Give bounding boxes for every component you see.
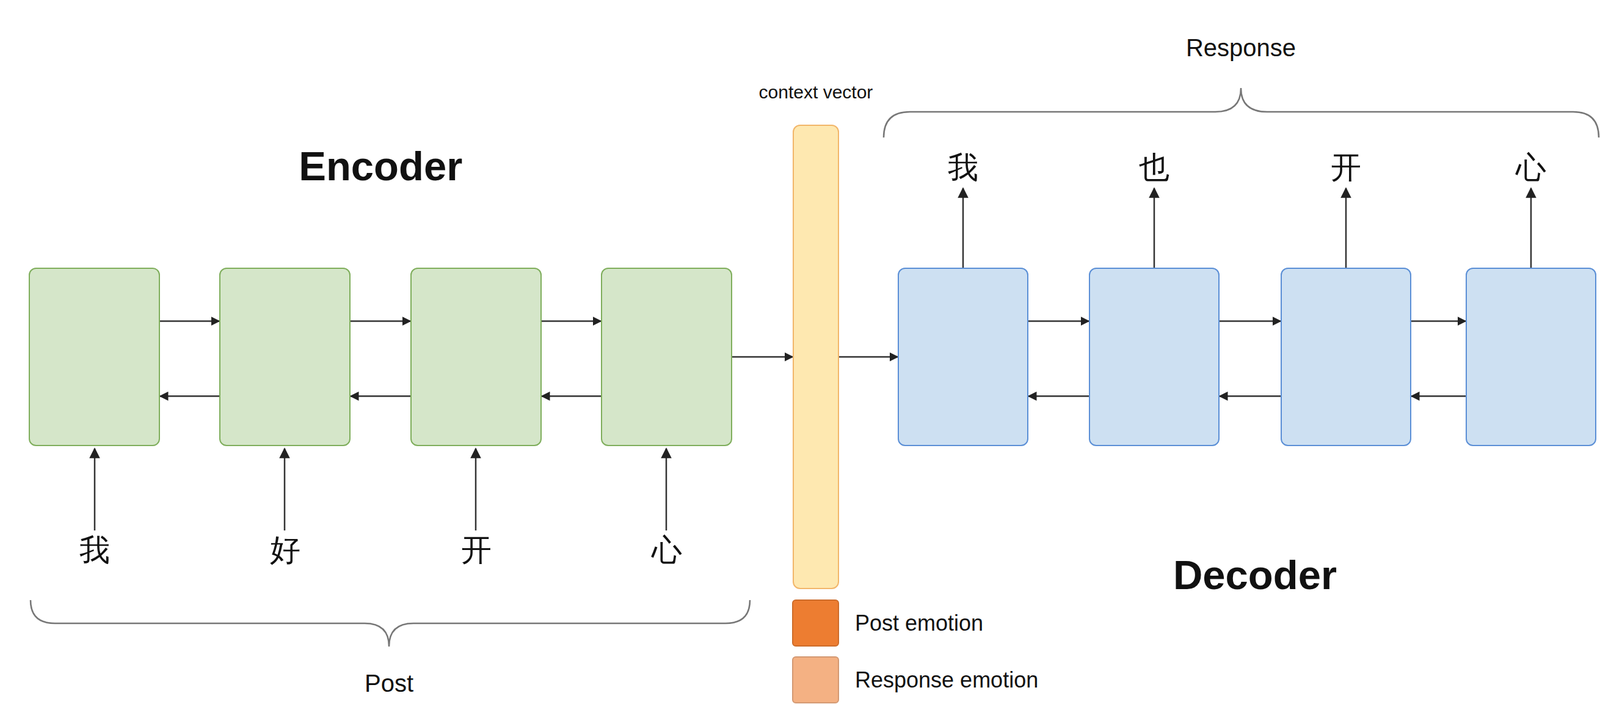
connector-arrow: [160, 395, 220, 397]
output-arrows: [963, 188, 1531, 268]
input-arrow: [94, 448, 96, 531]
input-token: 开: [374, 534, 578, 565]
connector-arrow: [1411, 320, 1466, 322]
brace-label: Post: [364, 669, 414, 697]
input-arrows: [94, 448, 667, 531]
connector-arrow: [1028, 320, 1089, 322]
decoder-cell: 开: [1280, 267, 1412, 446]
output-token: 也: [1053, 152, 1255, 183]
legend-text: Response emotion: [854, 666, 1039, 693]
connector-arrow: [1219, 320, 1281, 322]
output-token: 开: [1245, 152, 1447, 183]
section-title: Decoder: [1173, 552, 1337, 598]
legend-swatch: [792, 655, 840, 703]
connector-arrow: [1411, 395, 1466, 397]
output-token: 我: [862, 152, 1064, 183]
connector-arrow: [350, 320, 411, 322]
connector-arrow: [1219, 395, 1281, 397]
legend-entry: Response emotion: [792, 655, 1039, 703]
connector-arrow: [541, 320, 601, 322]
connector-arrow: [732, 356, 793, 358]
output-token: 心: [1430, 152, 1600, 183]
input-token: 好: [183, 534, 386, 565]
connector-arrow: [839, 356, 898, 358]
connector-arrow: [1028, 395, 1089, 397]
output-arrow: [1530, 188, 1533, 268]
encoder-cell: 心: [600, 267, 733, 446]
input-token: 我: [0, 534, 196, 565]
input-arrow: [283, 448, 286, 531]
connector-arrow: [350, 395, 411, 397]
output-arrow: [1345, 188, 1348, 268]
encoder-cell: 好: [219, 267, 351, 446]
output-arrow: [1153, 188, 1156, 268]
encoder-cell: 我: [28, 267, 160, 446]
legend-entry: Post emotion: [792, 599, 984, 647]
section-title: Encoder: [298, 143, 463, 189]
decoder-cell: 心: [1465, 267, 1597, 446]
decoder-cell: 我: [897, 267, 1029, 446]
response-brace: [883, 87, 1599, 138]
legend-swatch: [792, 599, 840, 647]
encoder-cell: 开: [410, 267, 542, 446]
brace-label: Response: [1185, 34, 1296, 62]
post-brace: [30, 599, 750, 647]
input-arrow: [665, 448, 668, 531]
input-arrow: [475, 448, 477, 531]
connector-arrow: [160, 320, 220, 322]
decoder-cell: 也: [1088, 267, 1220, 446]
context-label: context vector: [757, 83, 875, 102]
input-token: 心: [565, 534, 768, 565]
legend-text: Post emotion: [854, 610, 984, 636]
context-vector-bar: context vector: [792, 124, 840, 589]
connector-arrow: [541, 395, 601, 397]
output-arrow: [962, 188, 965, 268]
